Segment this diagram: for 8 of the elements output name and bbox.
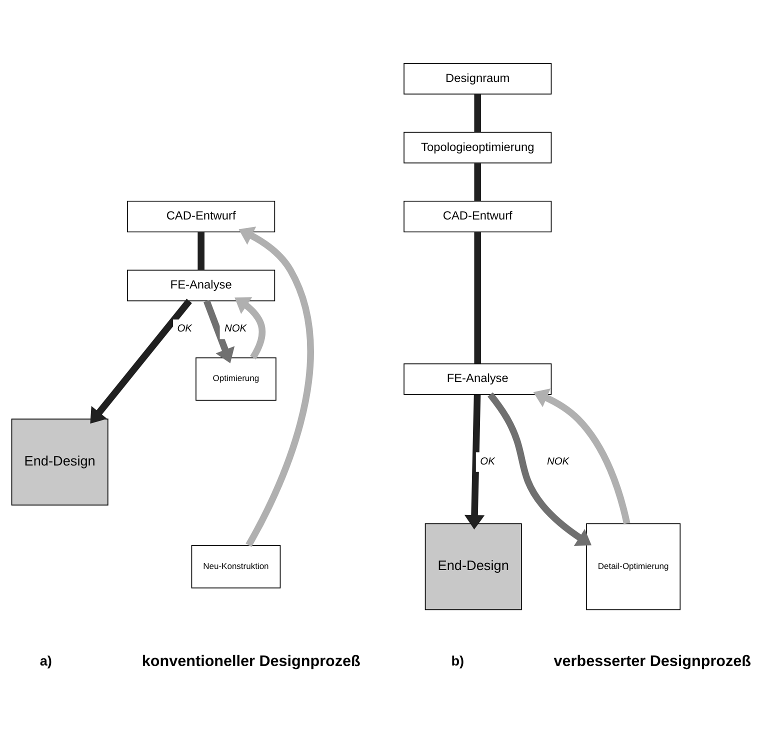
label: konventioneller Designprozeß [142, 653, 360, 670]
edge-label: NOK [546, 456, 570, 468]
label: b) [451, 654, 464, 669]
label: verbesserter Designprozeß [554, 653, 752, 670]
edge-label: OK [480, 456, 495, 468]
edge-label: OK [177, 324, 192, 335]
edge-label: NOK [224, 324, 247, 335]
label: a) [40, 654, 52, 669]
